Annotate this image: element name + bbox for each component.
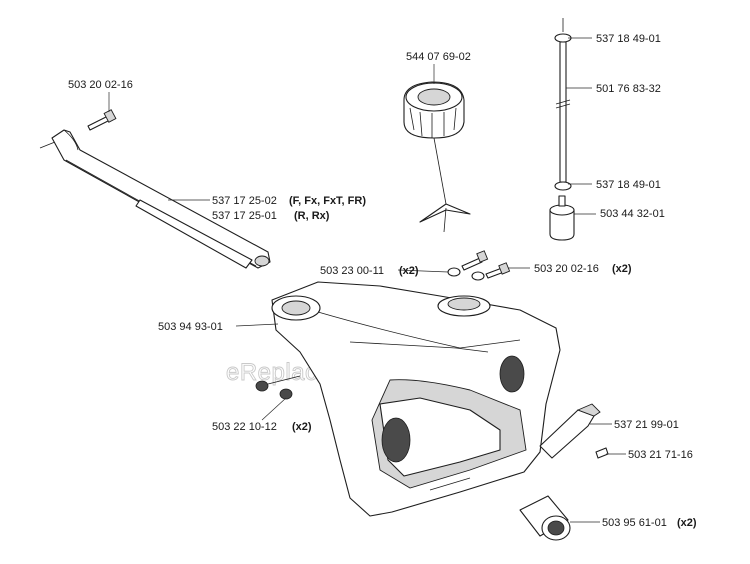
damper-part: [519, 495, 571, 541]
washer-bolt-part: [447, 250, 511, 281]
label-tube-a-models: (F, Fx, FxT, FR): [289, 195, 366, 207]
label-tube-b-models: (R, Rx): [294, 210, 330, 222]
nut-part: [255, 375, 301, 400]
fuel-tank-part: [271, 281, 561, 517]
fuel-cap-part: [403, 81, 471, 233]
label-screw: 503 21 71-16: [628, 449, 693, 461]
tube-part: [39, 129, 271, 269]
label-fuel-line: 501 76 83-32: [596, 83, 661, 95]
label-nut: 503 22 10-12: [212, 421, 277, 433]
label-bolt-mid: 503 20 02-16: [534, 263, 599, 275]
label-washer-qty: (x2): [399, 265, 419, 277]
label-clip: 537 21 99-01: [614, 419, 679, 431]
label-oring-top: 537 18 49-01: [596, 33, 661, 45]
label-bolt-top: 503 20 02-16: [68, 79, 133, 91]
label-damper-qty: (x2): [677, 517, 697, 529]
bolt-top-part: [87, 109, 117, 131]
label-oring-bottom: 537 18 49-01: [596, 179, 661, 191]
label-damper: 503 95 61-01: [602, 517, 667, 529]
leader-lines: [108, 37, 626, 523]
label-fuel-tank: 503 94 93-01: [158, 321, 223, 333]
label-bolt-mid-qty: (x2): [612, 263, 632, 275]
label-nut-qty: (x2): [292, 421, 312, 433]
fuel-line-part: [549, 18, 575, 241]
label-fuel-cap: 544 07 69-02: [406, 51, 471, 63]
label-filter: 503 44 32-01: [600, 208, 665, 220]
clip-part: [539, 403, 609, 459]
label-washer: 503 23 00-11: [320, 265, 384, 277]
label-tube-a-number: 537 17 25-02: [212, 195, 277, 207]
label-tube-b-number: 537 17 25-01: [212, 210, 277, 222]
